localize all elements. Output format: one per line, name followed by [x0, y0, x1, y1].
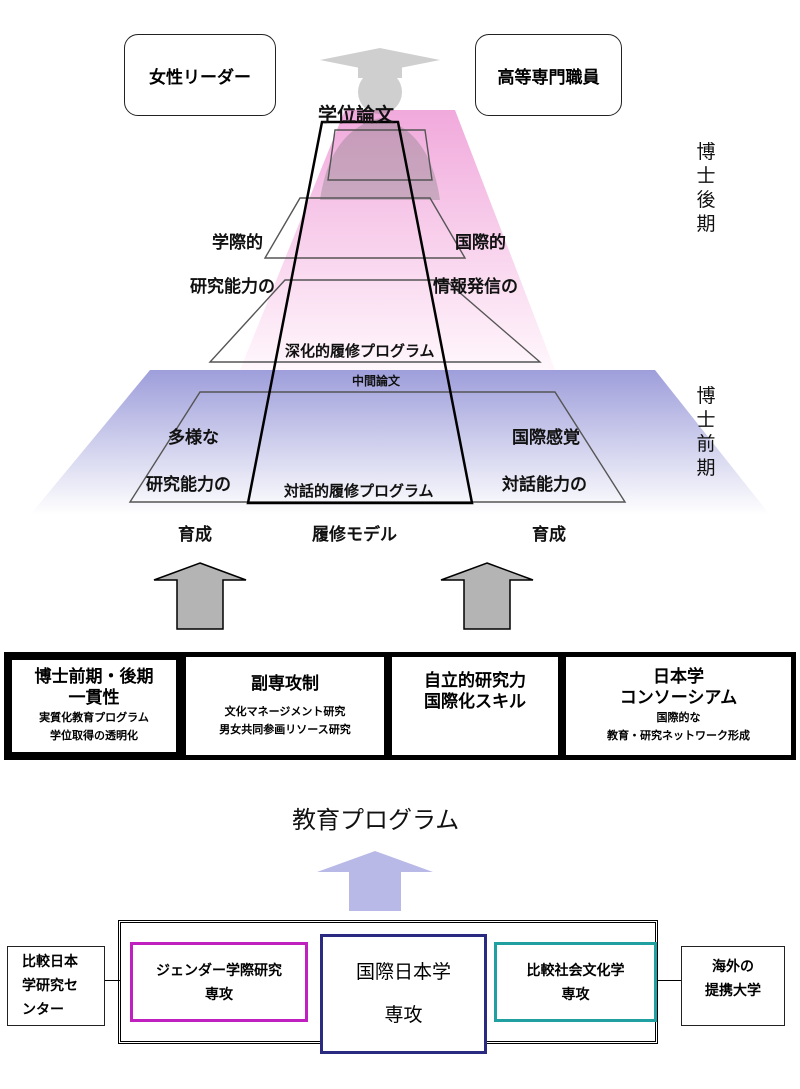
goal-right-label: 高等専門職員: [497, 67, 600, 88]
program-column: [246, 120, 474, 505]
tier-4-outline: [128, 391, 627, 503]
interdisciplinary-label: 学際的: [212, 233, 263, 253]
doctoral-early-stage-label: 博士前期: [696, 385, 716, 479]
gender-studies-major-box: ジェンダー学際研究 専攻: [130, 942, 308, 1022]
goal-women-leaders: 女性リーダー: [124, 34, 276, 116]
program-box-minor: 副専攻制 文化マネージメント研究 男女共同参画リソース研究: [186, 657, 384, 755]
program-box-research-skill: 自立的研究力 国際化スキル: [392, 657, 558, 755]
comparative-japan-center-box: 比較日本 学研究セ ンター: [7, 946, 105, 1026]
up-arrow-icon: [440, 562, 534, 630]
international-japan-studies-major-box: 国際日本学 専攻: [320, 934, 487, 1054]
dialogue-ability-label: 対話能力の: [502, 475, 587, 495]
research-ability-lower-label: 研究能力の: [146, 475, 231, 495]
goal-professional-staff: 高等専門職員: [475, 34, 622, 116]
overseas-partner-box: 海外の 提携大学: [681, 946, 785, 1026]
doctoral-later-stage-label: 博士後期: [696, 141, 716, 235]
goal-left-label: 女性リーダー: [149, 67, 251, 88]
deepening-program-label: 深化的履修プログラム: [285, 342, 435, 360]
up-arrow-purple-icon: [317, 851, 433, 911]
diverse-label: 多様な: [168, 428, 219, 448]
education-program-label: 教育プログラム: [292, 806, 460, 834]
program-box-consortium: 日本学 コンソーシアム 国際的な 教育・研究ネットワーク形成: [566, 657, 791, 755]
tier-2-outline: [263, 197, 467, 259]
curriculum-model-label: 履修モデル: [312, 525, 397, 545]
pyramid-diagram: [30, 48, 770, 515]
dialogue-program-label: 対話的履修プログラム: [284, 482, 434, 500]
research-ability-upper-label: 研究能力の: [190, 277, 275, 297]
degree-thesis-label: 学位論文: [318, 104, 395, 126]
connector-line: [104, 980, 120, 981]
comparative-social-culture-major-box: 比較社会文化学 専攻: [494, 942, 657, 1022]
international-label: 国際的: [455, 233, 506, 253]
up-arrow-icon: [153, 562, 247, 630]
information-transmission-label: 情報発信の: [433, 277, 518, 297]
cultivation-left-label: 育成: [178, 525, 212, 545]
tier-3-outline: [208, 279, 542, 363]
connector-line: [657, 980, 682, 981]
program-box-consistency: 博士前期・後期 一貫性 実質化教育プログラム 学位取得の透明化: [9, 657, 179, 755]
cultivation-right-label: 育成: [532, 525, 566, 545]
interim-thesis-label: 中間論文: [352, 374, 401, 388]
lower-stage-band: [30, 370, 770, 515]
tier-1-outline: [327, 129, 433, 181]
upper-stage-band: [240, 110, 555, 370]
international-sense-label: 国際感覚: [512, 428, 580, 448]
